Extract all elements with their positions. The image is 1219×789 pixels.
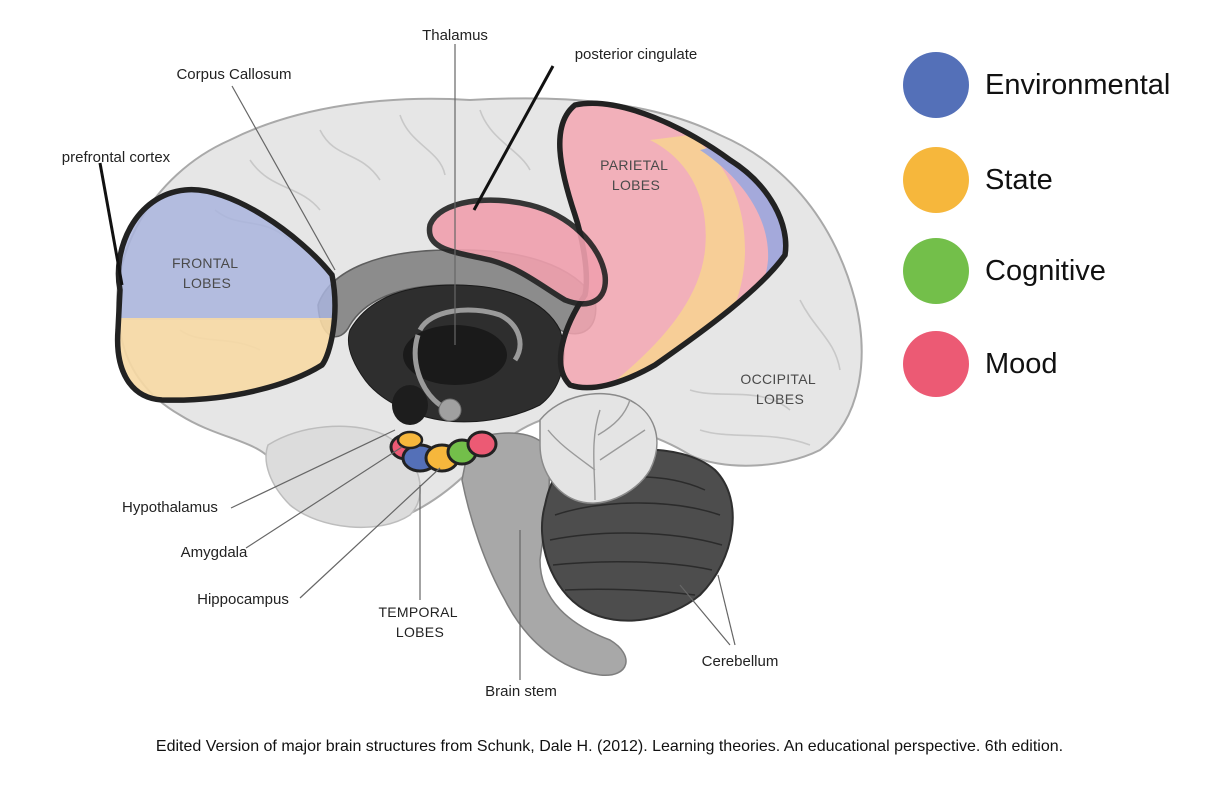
posterior-cingulate-region xyxy=(426,197,608,307)
environmental-swatch xyxy=(903,52,969,118)
legend-item-environmental: Environmental xyxy=(903,52,1170,118)
cerebellum-label: Cerebellum xyxy=(702,653,779,670)
prefrontal-cortex-label: prefrontal cortex xyxy=(62,149,171,166)
amygdala-label: Amygdala xyxy=(181,544,248,561)
legend-label: Mood xyxy=(985,347,1058,380)
limbic-colored-segments xyxy=(389,430,498,473)
hypothalamus-label: Hypothalamus xyxy=(122,499,218,516)
legend-item-state: State xyxy=(903,147,1053,213)
frontal-lobes-label: FRONTAL LOBES xyxy=(172,255,242,291)
corpus-callosum-label: Corpus Callosum xyxy=(176,66,291,83)
posterior-cingulate-label: posterior cingulate xyxy=(575,46,698,63)
cognitive-swatch xyxy=(903,238,969,304)
occipital-lobes-label: OCCIPITAL LOBES xyxy=(740,371,819,407)
brain-stem-label: Brain stem xyxy=(485,683,557,700)
thalamus-label: Thalamus xyxy=(422,27,488,44)
legend-label: State xyxy=(985,163,1053,196)
pointer-lines xyxy=(98,65,555,286)
legend-label: Cognitive xyxy=(985,254,1106,287)
figure-caption: Edited Version of major brain structures… xyxy=(155,738,1064,755)
state-swatch xyxy=(903,147,969,213)
leader-lines xyxy=(230,44,736,680)
cerebellum xyxy=(539,392,734,622)
legend-label: Environmental xyxy=(985,68,1171,101)
mood-swatch xyxy=(903,331,969,397)
parietal-lobes-label: PARIETAL LOBES xyxy=(600,157,672,193)
legend-item-cognitive: Cognitive xyxy=(903,238,1106,304)
hippocampus-label: Hippocampus xyxy=(197,591,289,608)
legend-item-mood: Mood xyxy=(903,331,1058,397)
temporal-lobes-label: TEMPORAL LOBES xyxy=(378,604,461,640)
